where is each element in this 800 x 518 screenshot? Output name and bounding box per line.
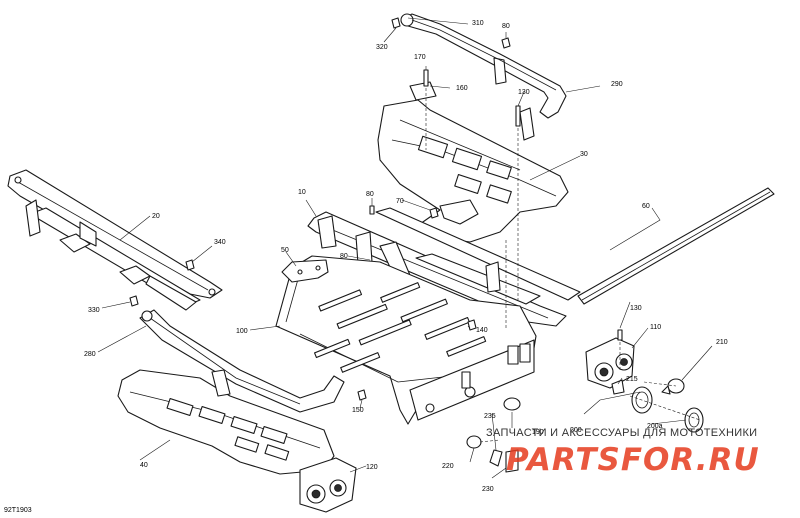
part-220-cap	[466, 435, 482, 449]
part-60-long-rail	[577, 187, 775, 305]
callout-140: 140	[476, 327, 488, 334]
part-100-floor-pan	[275, 255, 537, 425]
callout-110: 110	[650, 324, 661, 331]
part-30-rear-plate	[377, 81, 569, 243]
callout-190: 190	[532, 429, 544, 436]
callout-150: 150	[352, 407, 364, 414]
callout-130-right: 130	[630, 305, 642, 312]
callout-80-top: 80	[502, 23, 510, 30]
callout-330: 330	[88, 307, 100, 314]
callout-235: 235	[484, 413, 496, 420]
watermark: ЗАПЧАСТИ И АКСЕССУАРЫ ДЛЯ МОТОТЕХНИКИ PA…	[486, 427, 760, 478]
callout-80-mid: 80	[340, 253, 348, 260]
callout-200a: 200a	[647, 423, 663, 430]
watermark-logo: PARTSFOR.RU	[506, 442, 760, 478]
callout-labels: 10 20 30 40 50 60 70 80 80 80 100 110 12…	[4, 20, 728, 514]
callout-120: 120	[366, 464, 378, 471]
callout-290: 290	[611, 81, 623, 88]
callout-70: 70	[396, 198, 404, 205]
callout-40: 40	[140, 462, 148, 469]
callout-170: 170	[414, 54, 426, 61]
callout-280: 280	[84, 351, 96, 358]
callout-340: 340	[214, 239, 226, 246]
callout-130-top: 130	[518, 89, 530, 96]
callout-60: 60	[642, 203, 650, 210]
diagram-ref-code: 92T1903	[4, 507, 32, 514]
callout-310: 310	[472, 20, 484, 27]
part-20-left-rail	[7, 169, 223, 311]
part-120-tail-light	[299, 457, 357, 513]
callout-20: 20	[152, 213, 160, 220]
callout-215: 215	[626, 376, 638, 383]
callout-220: 220	[442, 463, 454, 470]
callout-200: 200	[570, 427, 582, 434]
fasteners	[129, 17, 623, 401]
part-50-bracket	[281, 259, 329, 283]
part-110-tail-light	[585, 337, 635, 389]
part-190-grommet	[503, 397, 521, 411]
part-235-clip	[489, 449, 503, 467]
callout-50: 50	[281, 247, 289, 254]
part-10-center-frame	[307, 207, 581, 327]
watermark-caption: ЗАПЧАСТИ И АКСЕССУАРЫ ДЛЯ МОТОТЕХНИКИ	[486, 427, 757, 439]
callout-30: 30	[580, 151, 588, 158]
callout-80-center: 80	[366, 191, 374, 198]
callout-10: 10	[298, 189, 306, 196]
part-210-socket	[661, 378, 685, 395]
callout-100: 100	[236, 328, 248, 335]
part-230-connector	[505, 449, 519, 473]
part-280-lower-tube	[139, 309, 345, 413]
assembly-dashed-lines	[425, 88, 701, 443]
leader-lines	[97, 17, 713, 479]
callout-230: 230	[482, 486, 494, 493]
part-290-tube-bar	[400, 13, 567, 141]
part-215-clip	[611, 379, 625, 395]
callout-320: 320	[376, 44, 388, 51]
part-40-skid-plate	[117, 369, 335, 475]
callout-160: 160	[456, 85, 468, 92]
callout-210: 210	[716, 339, 728, 346]
